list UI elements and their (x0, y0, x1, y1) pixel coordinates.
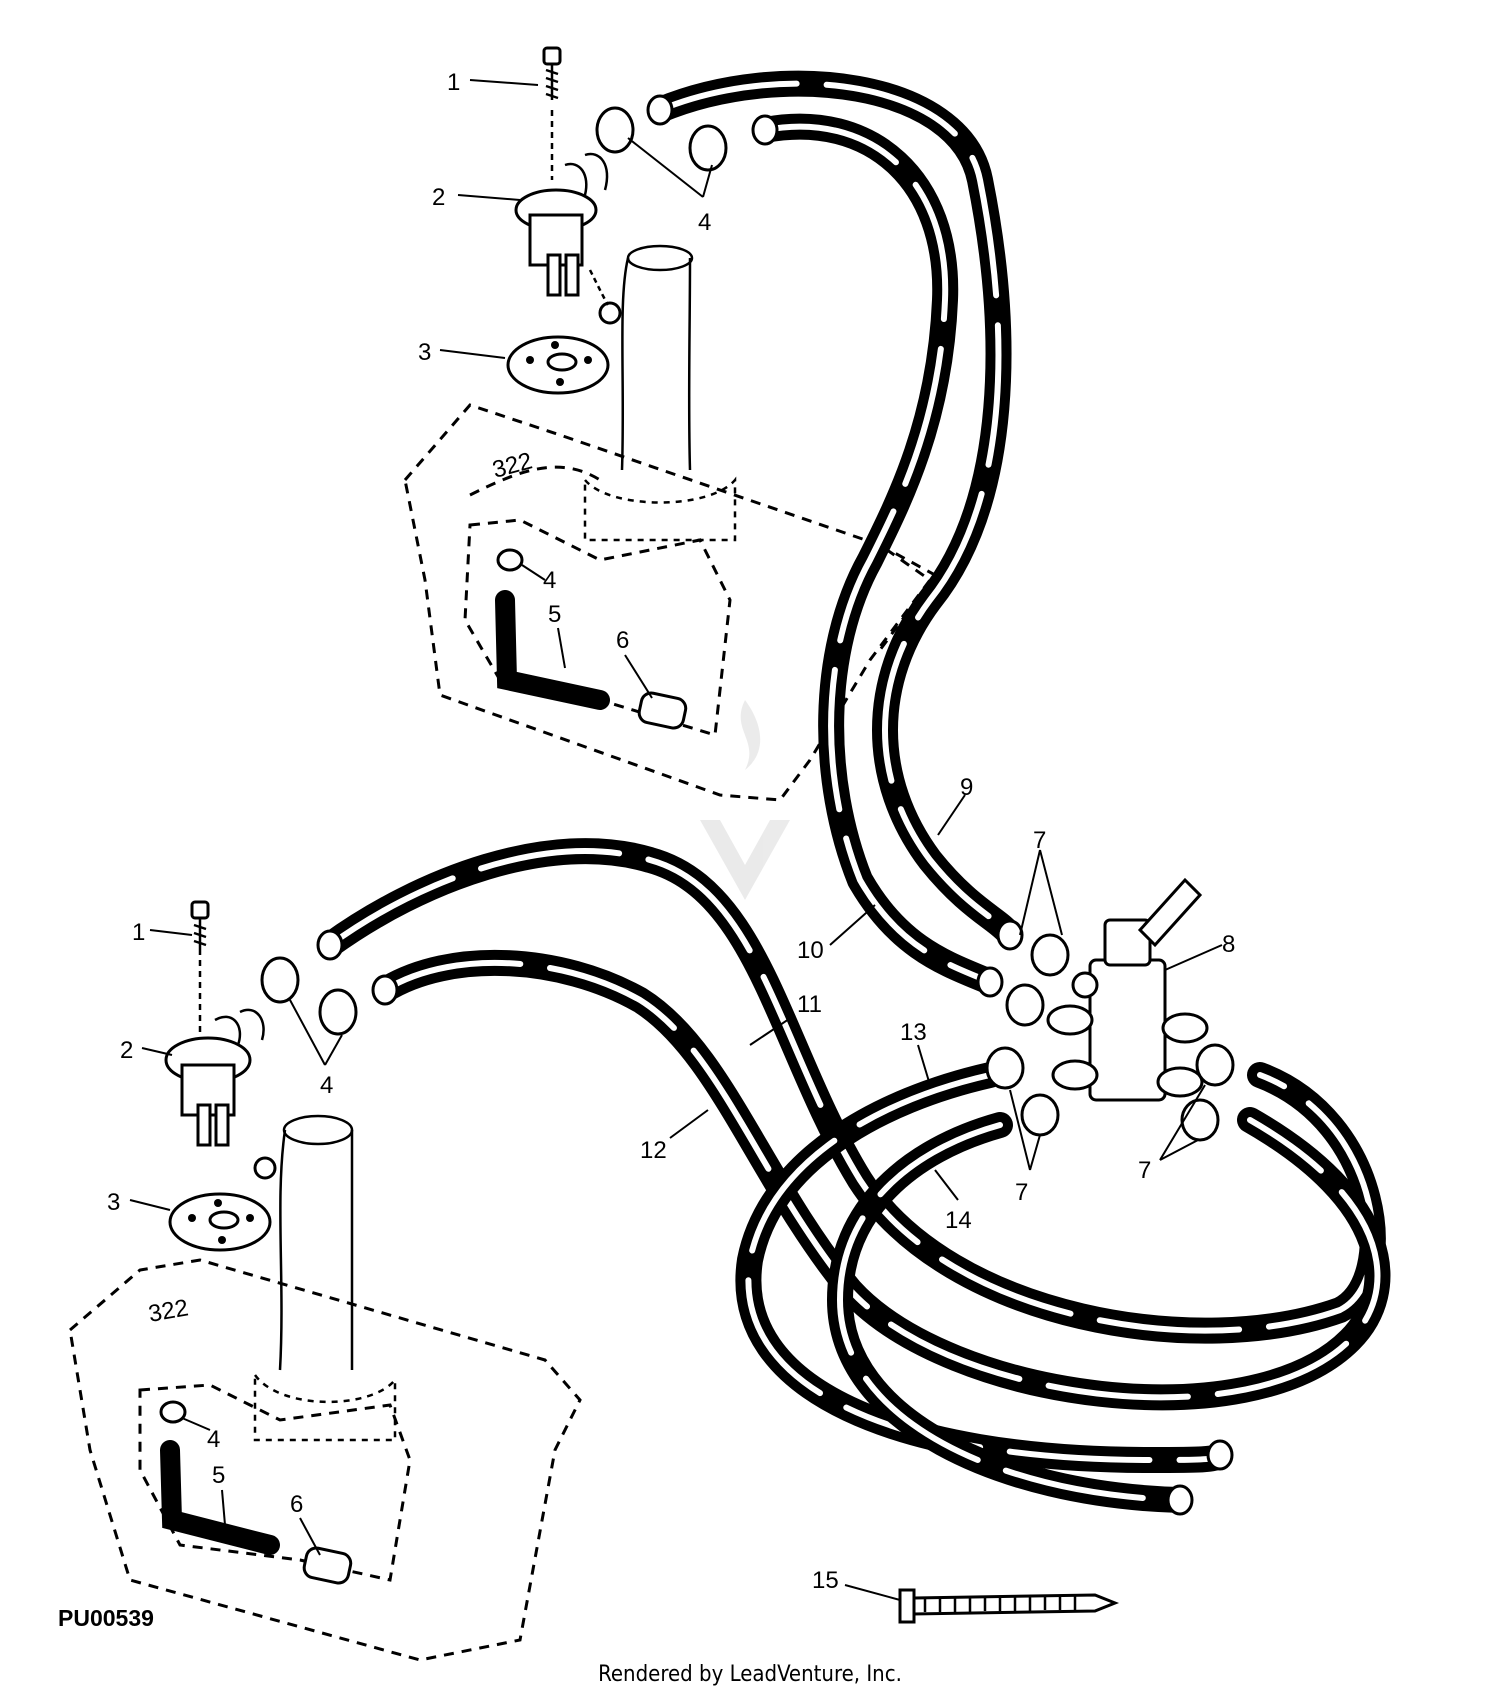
callout-5-upper: 5 (548, 601, 561, 628)
callout-7-top: 7 (1033, 827, 1046, 854)
upper-fuel-pickup (514, 46, 622, 325)
upper-gasket (506, 335, 610, 395)
lower-hose-clamps (159, 956, 358, 1424)
callout-9: 9 (960, 774, 973, 801)
callout-5-lower: 5 (212, 1462, 225, 1489)
figure-id: PU00539 (58, 1605, 154, 1631)
callout-4-lower-clamps: 4 (320, 1072, 333, 1099)
callout-14: 14 (945, 1207, 972, 1234)
lower-gasket (168, 1192, 272, 1252)
upper-hose-clamps (496, 106, 728, 572)
callout-4-upper-clamps: 4 (698, 209, 711, 236)
hose-9 (647, 70, 1023, 948)
hose-13 (735, 1062, 1233, 1474)
selector-valve (1046, 877, 1209, 1102)
svg-text:322: 322 (490, 447, 536, 483)
callout-12: 12 (640, 1137, 667, 1164)
callout-1-lower: 1 (132, 919, 145, 946)
callout-7-lower-right: 7 (1138, 1157, 1151, 1184)
callout-3-upper: 3 (418, 339, 431, 366)
callout-1-upper: 1 (447, 69, 460, 96)
callout-4-upper-tank: 4 (543, 567, 556, 594)
hose-14 (826, 1112, 1193, 1513)
lower-fuel-tank: 322 (68, 1114, 582, 1662)
callout-4-lower-tank: 4 (207, 1426, 220, 1453)
callout-7-lower-left: 7 (1015, 1179, 1028, 1206)
callout-11: 11 (797, 991, 822, 1018)
upper-fitting-6 (637, 691, 688, 730)
callout-6-lower: 6 (290, 1491, 303, 1518)
leader-lines (129, 79, 1223, 1601)
hose-10 (752, 113, 1003, 995)
hose-end-openings (316, 94, 1234, 1516)
watermark-logo (700, 700, 790, 900)
render-credit: Rendered by LeadVenture, Inc. (598, 1662, 902, 1687)
callout-labels: 1 2 3 4 4 5 6 9 7 8 10 11 13 1 2 4 12 14… (107, 69, 1235, 1594)
callout-15: 15 (812, 1567, 839, 1594)
callout-8: 8 (1222, 931, 1235, 958)
callout-2-upper: 2 (432, 184, 445, 211)
hose-12 (372, 949, 1391, 1411)
lower-fuel-pickup (164, 900, 277, 1180)
lower-fuel-line-5 (160, 1440, 280, 1555)
callout-13: 13 (900, 1019, 927, 1046)
tie-strap (898, 1588, 1120, 1624)
callout-3-lower: 3 (107, 1189, 120, 1216)
callout-6-upper: 6 (616, 627, 629, 654)
callout-10: 10 (797, 937, 824, 964)
callout-2-lower: 2 (120, 1037, 133, 1064)
svg-text:322: 322 (146, 1294, 190, 1328)
upper-fuel-line-5 (495, 590, 610, 710)
lower-fitting-6 (302, 1546, 353, 1585)
